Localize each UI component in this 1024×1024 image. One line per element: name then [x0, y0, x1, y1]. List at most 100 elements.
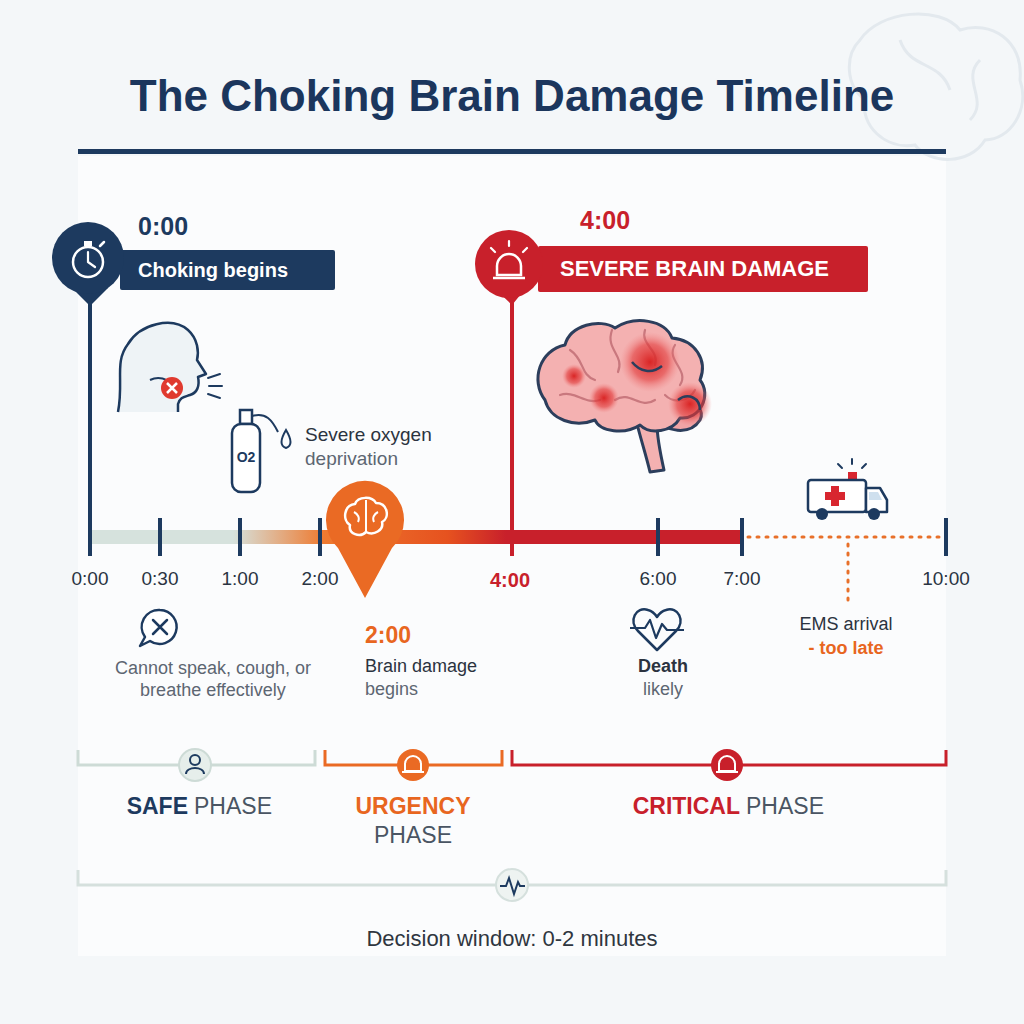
alarm-pin — [475, 230, 543, 298]
stopwatch-pin — [88, 252, 95, 267]
timeline-bar — [90, 530, 740, 544]
oxygen-tank-icon — [232, 410, 291, 492]
alarm-pin — [491, 241, 527, 252]
alarm-pin — [494, 288, 526, 305]
dotted-timeline — [748, 536, 946, 539]
tick-marks — [158, 518, 162, 556]
stopwatch-pin — [73, 247, 103, 277]
choking-head-icon — [118, 323, 222, 412]
annotation: likely — [643, 679, 683, 701]
alarm-pin — [493, 277, 525, 280]
speech-bubble-icon — [140, 610, 177, 646]
alarm-pin — [475, 230, 543, 305]
critical-phase-bracket — [512, 749, 946, 781]
ambulance-icon — [847, 544, 850, 606]
choking-head-icon — [167, 383, 177, 393]
safe-phase-bracket — [78, 749, 315, 781]
decision-window-bracket — [496, 869, 528, 901]
tick-label: 2:00 — [302, 568, 339, 591]
urgency-phase-bracket — [325, 749, 502, 781]
ambulance-icon — [808, 480, 866, 512]
speech-bubble-icon — [153, 620, 167, 634]
brain-damage-pin — [326, 481, 404, 598]
tick-marks — [88, 518, 92, 556]
damaged-brain-illustration — [562, 364, 586, 388]
phase-label: PHASE — [746, 793, 824, 821]
damaged-brain-illustration — [610, 330, 619, 372]
annotation: - too late — [809, 638, 884, 660]
stopwatch-pin — [84, 241, 92, 246]
safe-phase-bracket — [179, 749, 211, 781]
damaged-brain-illustration — [620, 332, 680, 392]
tick-label: 0:00 — [72, 568, 109, 591]
tick-marks — [740, 518, 744, 556]
phase-label: PHASE — [194, 793, 272, 821]
critical-phase-bracket — [716, 771, 738, 773]
heart-pulse-icon — [630, 609, 684, 650]
annotation: deprivation — [305, 448, 398, 471]
decision-note: Decision window: 0-2 minutes — [366, 926, 657, 952]
tick-marks — [318, 518, 322, 556]
pin-line — [510, 300, 514, 556]
annotation: begins — [365, 679, 418, 701]
tank-label: O2 — [237, 449, 256, 466]
pin-line — [88, 290, 92, 540]
ambulance-icon — [848, 472, 857, 479]
oxygen-tank-icon — [232, 424, 260, 492]
ambulance-icon — [869, 492, 882, 500]
time-marker: 2:00 — [365, 622, 411, 650]
phase-label: URGENCY — [355, 793, 470, 821]
stopwatch-pin — [52, 222, 124, 294]
annotation: Death — [638, 656, 688, 678]
annotation: Cannot speak, cough, or breathe effectiv… — [98, 658, 328, 701]
tick-label: 1:00 — [222, 568, 259, 591]
tick-marks — [944, 518, 948, 556]
oxygen-tank-icon — [252, 415, 278, 432]
urgency-phase-bracket — [397, 749, 429, 781]
choking-head-icon — [161, 377, 183, 399]
ambulance-icon — [825, 492, 845, 500]
ambulance-icon — [866, 488, 887, 512]
speech-bubble-icon — [140, 610, 177, 646]
brain-damage-pin — [326, 481, 404, 598]
ambulance-icon — [838, 459, 866, 468]
damaged-brain-illustration — [668, 382, 712, 426]
safe-phase-bracket — [186, 768, 204, 774]
phase-label: CRITICAL — [633, 793, 740, 821]
urgency-phase-bracket — [402, 771, 424, 773]
damaged-brain-illustration — [678, 396, 700, 410]
time-heading: 4:00 — [580, 208, 630, 233]
title: The Choking Brain Damage Timeline — [0, 74, 1024, 118]
alarm-pin — [497, 254, 521, 275]
tick-label: 4:00 — [490, 568, 530, 592]
tick-marks — [656, 518, 660, 556]
ambulance-icon — [808, 459, 887, 606]
tick-label: 6:00 — [640, 568, 677, 591]
watermark-brain — [900, 40, 980, 120]
tick-marks — [90, 518, 946, 556]
event-callout: 0:00Choking begins — [120, 250, 335, 290]
annotation: EMS arrival — [799, 614, 892, 636]
choking-head-icon — [208, 374, 222, 398]
critical-phase-bracket — [711, 749, 743, 781]
annotation: Severe oxygen — [305, 424, 432, 447]
damaged-brain-illustration — [632, 362, 662, 371]
damaged-brain-illustration — [538, 321, 712, 472]
urgency-phase-bracket — [405, 756, 421, 771]
title-rule — [78, 149, 946, 154]
tick-label: 0:30 — [142, 568, 179, 591]
tick-label: 7:00 — [724, 568, 761, 591]
decision-window-bracket — [500, 878, 525, 894]
callout-text: Choking begins — [138, 259, 288, 282]
choking-head-icon — [118, 323, 206, 412]
brain-damage-pin — [345, 498, 387, 535]
alert-callout: 4:00SEVERE BRAIN DAMAGE — [538, 246, 868, 292]
safe-phase-bracket — [190, 755, 200, 765]
content-panel — [78, 156, 946, 956]
tick-label: 10:00 — [922, 568, 970, 591]
ambulance-icon — [868, 508, 880, 520]
